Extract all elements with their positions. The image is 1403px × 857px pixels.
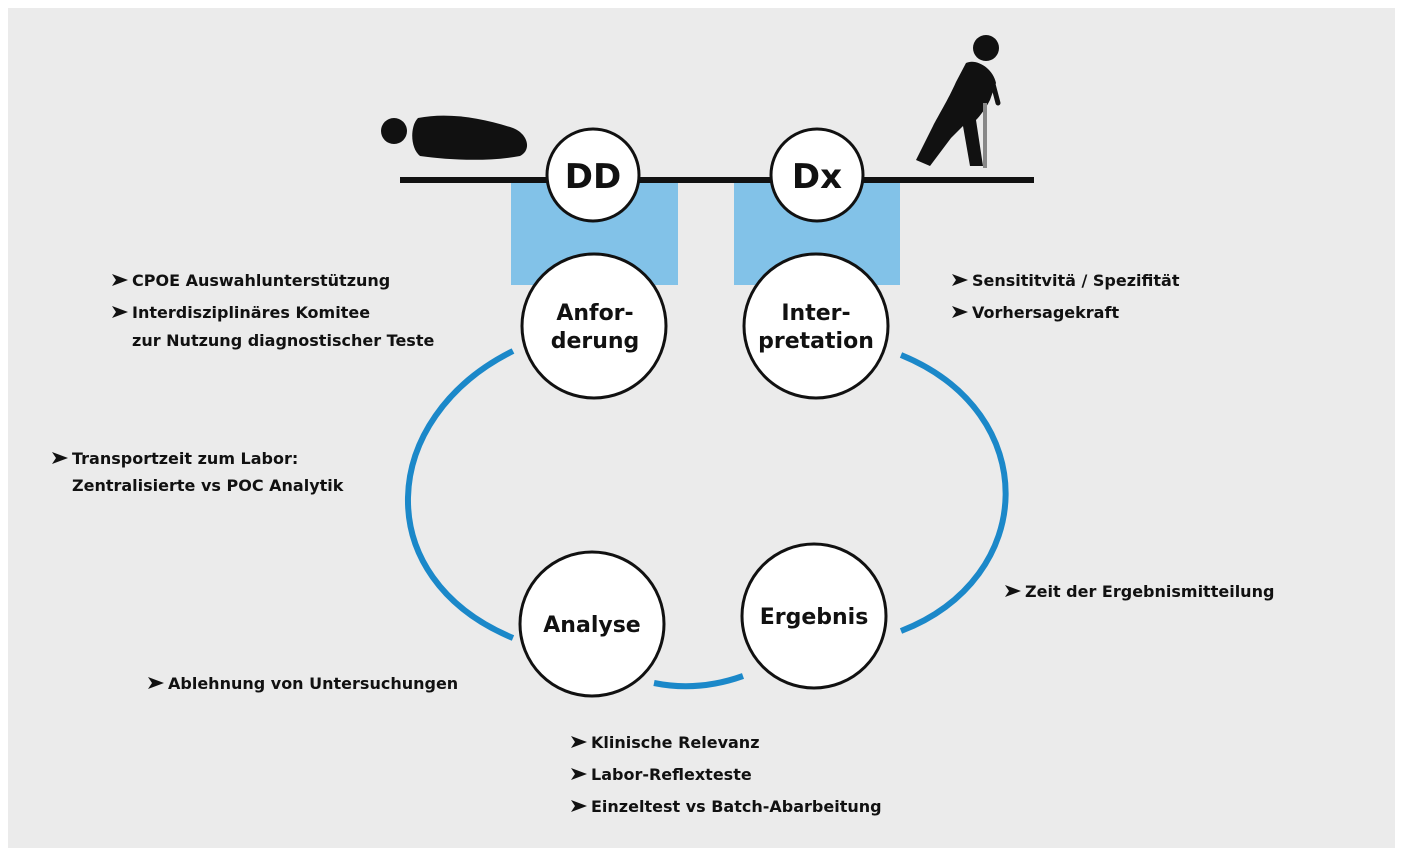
anforderung-label-1: Anfor-	[556, 301, 633, 326]
walking-patient-with-cane-icon	[916, 35, 1001, 168]
analyse-label: Analyse	[543, 613, 640, 638]
bullet-arrow-icon	[52, 452, 68, 464]
cycle-arc-right	[899, 352, 1009, 634]
diagram-canvas: DD Dx Anfor- derung Inter- pretation Ana…	[8, 8, 1395, 848]
dx-label: Dx	[792, 157, 842, 197]
node-dx	[769, 127, 865, 223]
bullet-arrow-icon	[112, 274, 128, 286]
bullet-arrow-icon	[148, 677, 164, 689]
note-transportzeit-line2: Zentralisierte vs POC Analytik	[72, 476, 344, 495]
node-interpretation	[742, 252, 890, 400]
interpretation-label-1: Inter-	[781, 301, 850, 326]
node-anforderung	[520, 252, 668, 400]
bullet-arrow-icon	[952, 306, 968, 318]
note-cpoe: CPOE Auswahlunterstützung	[132, 271, 390, 290]
bullet-arrow-icon	[571, 736, 587, 748]
dd-label: DD	[565, 157, 621, 197]
ergebnis-label: Ergebnis	[760, 605, 869, 630]
bullet-arrow-icon	[1005, 585, 1021, 597]
diagnostic-cycle-diagram: DD Dx Anfor- derung Inter- pretation Ana…	[52, 35, 1274, 816]
lying-patient-icon	[381, 115, 528, 160]
note-vorhersagekraft: Vorhersagekraft	[972, 303, 1119, 322]
note-batch: Einzeltest vs Batch-Abarbeitung	[591, 797, 882, 816]
note-klinische-relevanz: Klinische Relevanz	[591, 733, 760, 752]
note-ablehnung: Ablehnung von Untersuchungen	[168, 674, 458, 693]
note-reflexteste: Labor-Reflexteste	[591, 765, 752, 784]
note-komitee-line2: zur Nutzung diagnostischer Teste	[132, 331, 434, 350]
bullet-arrow-icon	[571, 768, 587, 780]
node-ergebnis	[740, 542, 888, 690]
node-analyse	[518, 550, 666, 698]
cycle-arc-left	[405, 348, 515, 641]
note-komitee: Interdisziplinäres Komitee	[132, 303, 370, 322]
anforderung-label-2: derung	[551, 329, 640, 354]
note-ergebnismitteilung: Zeit der Ergebnismitteilung	[1025, 582, 1274, 601]
node-dd	[545, 127, 641, 223]
bullet-arrows	[52, 274, 1021, 812]
bullet-arrow-icon	[571, 800, 587, 812]
cycle-arc-bottom	[653, 673, 745, 690]
bullet-arrow-icon	[952, 274, 968, 286]
bullet-arrow-icon	[112, 306, 128, 318]
note-sensitivitaet: Sensititvitä / Spezifität	[972, 271, 1180, 290]
note-transportzeit: Transportzeit zum Labor:	[72, 449, 298, 468]
interpretation-label-2: pretation	[758, 329, 874, 354]
